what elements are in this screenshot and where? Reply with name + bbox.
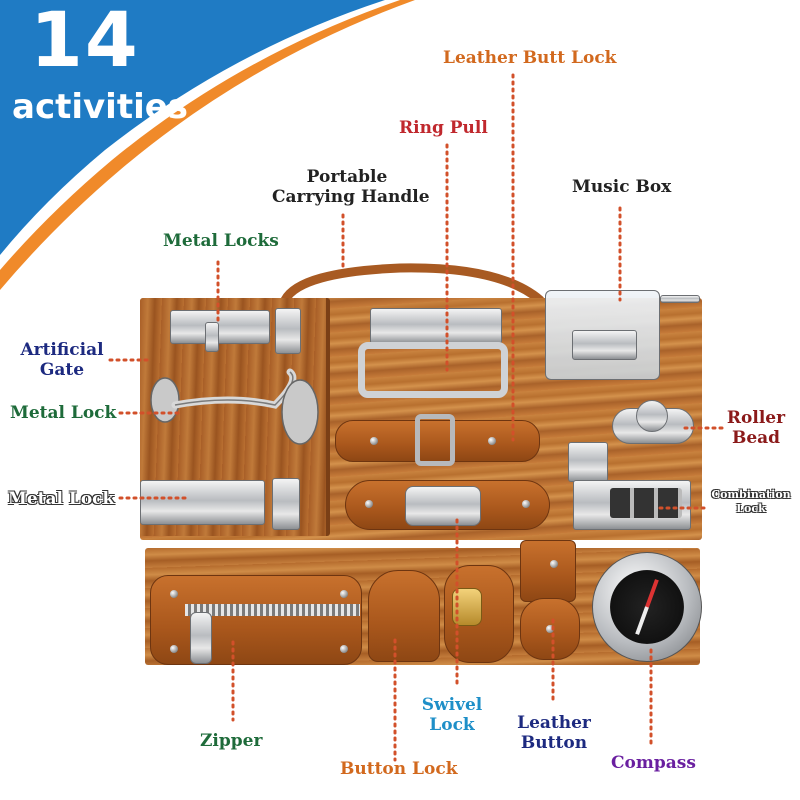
leather-belt-strap[interactable] (335, 420, 540, 462)
music-box-mechanism (572, 330, 637, 360)
label-combination-lock: Combination Lock (706, 488, 796, 516)
label-zipper: Zipper (200, 731, 263, 751)
rivet (550, 560, 558, 568)
label-metal-lock-2: Metal Lock (8, 489, 115, 509)
combination-dials[interactable] (610, 488, 682, 518)
label-metal-locks: Metal Locks (163, 231, 279, 251)
strap-clasp[interactable] (405, 486, 481, 526)
label-compass: Compass (611, 753, 696, 773)
label-leather-button: Leather Button (512, 713, 596, 753)
metal-slide-lock[interactable] (170, 310, 270, 344)
label-portable-line-2: Carrying Handle (272, 187, 430, 207)
label-combination-line-2: Lock (736, 502, 766, 515)
label-portable-line-1: Portable (306, 167, 388, 187)
button-lock-flap[interactable] (368, 570, 440, 662)
activity-word: activities (12, 87, 189, 127)
label-ring-pull: Ring Pull (399, 118, 488, 138)
label-artificial-line-2: Gate (39, 360, 85, 380)
label-combination-line-1: Combination (711, 488, 791, 501)
rivet (546, 625, 554, 633)
metal-lock-keeper (275, 308, 301, 354)
barrel-bolt-keeper (272, 478, 300, 530)
ring-pull-plate (370, 308, 502, 344)
label-artificial-line-1: Artificial (20, 340, 104, 360)
label-artificial-gate: Artificial Gate (14, 340, 110, 380)
label-leather-button-line-2: Button (520, 733, 588, 753)
rivet (522, 500, 530, 508)
zipper-teeth (185, 604, 360, 616)
rivet (370, 437, 378, 445)
zipper-pouch (150, 575, 362, 665)
label-swivel-line-2: Lock (429, 715, 475, 735)
activity-count: 14 (30, 0, 140, 84)
rivet (340, 645, 348, 653)
label-music-box: Music Box (572, 177, 672, 197)
label-swivel-lock: Swivel Lock (418, 695, 486, 735)
label-button-lock: Button Lock (340, 759, 458, 779)
rivet (365, 500, 373, 508)
roller-bead[interactable] (636, 400, 668, 432)
label-leather-button-line-1: Leather (517, 713, 591, 733)
label-roller-bead: Roller Bead (722, 408, 790, 448)
belt-buckle[interactable] (415, 414, 455, 466)
zipper-pull[interactable] (190, 612, 212, 664)
music-box-crank[interactable] (660, 295, 700, 303)
label-swivel-line-1: Swivel (421, 695, 483, 715)
ring-pull-handle[interactable] (358, 342, 508, 398)
metal-lock-knob[interactable] (205, 322, 219, 352)
rivet (170, 645, 178, 653)
label-metal-lock-1: Metal Lock (10, 403, 117, 423)
leather-button-tab[interactable] (520, 540, 576, 602)
combination-lock-shackle (568, 442, 608, 482)
barrel-bolt-lock[interactable] (140, 480, 265, 525)
label-roller-line-2: Bead (731, 428, 781, 448)
label-portable-carrying-handle: Portable Carrying Handle (272, 167, 430, 207)
label-roller-line-1: Roller (726, 408, 786, 428)
rivet (170, 590, 178, 598)
swivel-lock[interactable] (452, 588, 482, 626)
label-leather-butt-lock: Leather Butt Lock (443, 48, 617, 68)
rivet (340, 590, 348, 598)
rivet (488, 437, 496, 445)
